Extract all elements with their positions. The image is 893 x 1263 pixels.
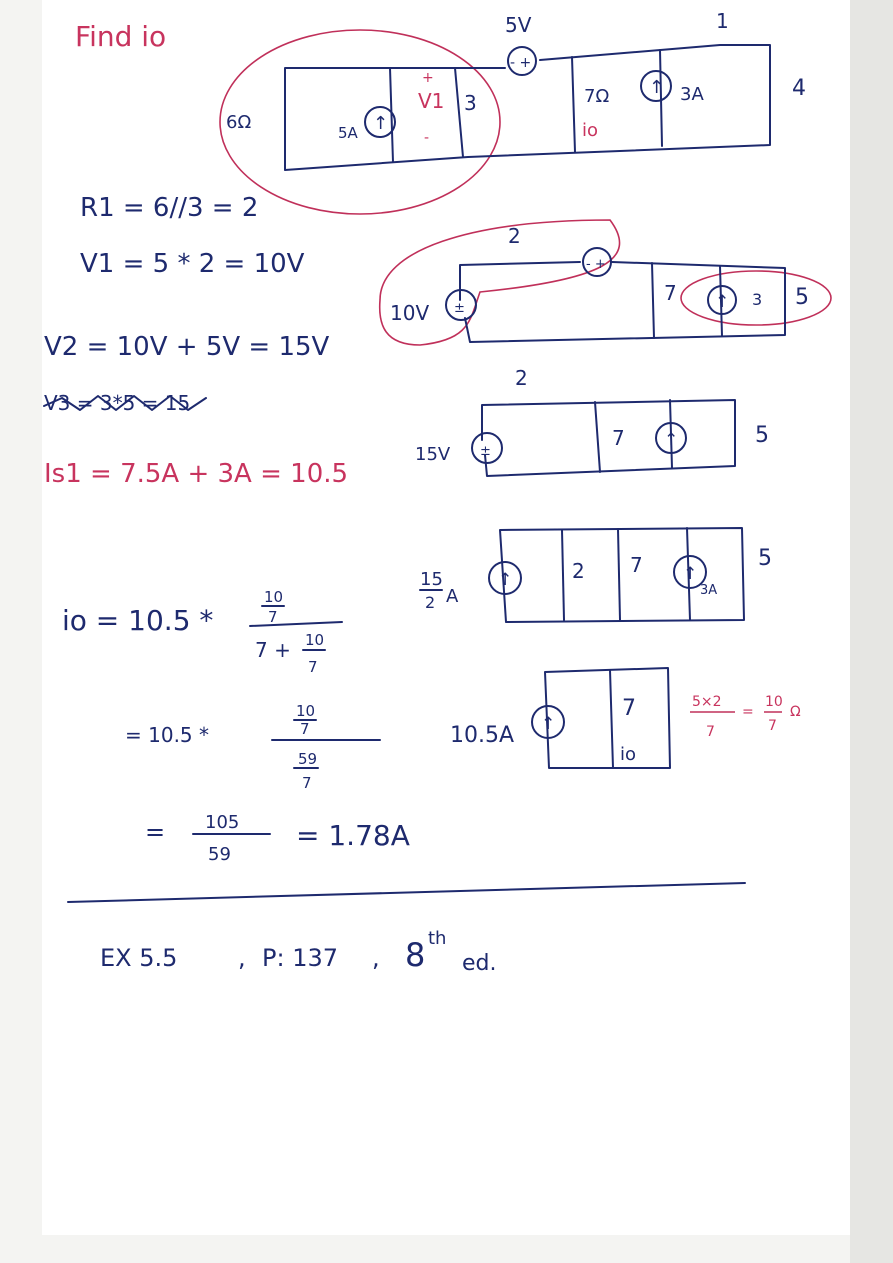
label-v1-minus: - — [424, 130, 429, 146]
svg-text:7: 7 — [268, 608, 278, 626]
svg-text:V3 = 3*5 = 15: V3 = 3*5 = 15 — [44, 391, 190, 415]
svg-text:±: ± — [454, 301, 465, 316]
solution-line-2: = 10.5 * — [125, 723, 209, 747]
svg-text:,: , — [238, 944, 246, 972]
circuit-3: ± ↑ 2 15V 7 5 — [415, 366, 769, 477]
label-3: 3 — [464, 91, 477, 115]
svg-text:5: 5 — [758, 546, 772, 571]
svg-text:10: 10 — [264, 588, 283, 606]
svg-text:105: 105 — [205, 812, 239, 833]
divider-line — [67, 882, 746, 903]
svg-text:2: 2 — [515, 366, 528, 390]
svg-text:ed.: ed. — [462, 951, 497, 976]
svg-text:7: 7 — [706, 724, 715, 740]
svg-text:5×2: 5×2 — [692, 694, 722, 710]
svg-text:3: 3 — [752, 290, 762, 309]
step-r1: R1 = 6//3 = 2 — [80, 193, 258, 223]
circled-region-1 — [219, 29, 501, 215]
svg-text:A: A — [446, 586, 459, 607]
label-5v: 5V — [505, 13, 532, 37]
svg-text:10V: 10V — [390, 301, 429, 325]
label-1: 1 — [716, 9, 729, 33]
svg-text:2: 2 — [425, 593, 435, 612]
paper-shadow — [850, 0, 893, 1263]
svg-text:7: 7 — [622, 696, 636, 721]
label-v1: V1 — [418, 89, 444, 113]
svg-text:7: 7 — [308, 658, 318, 676]
svg-text:,: , — [372, 944, 380, 972]
circuit-4: ↑ ↑ 15 2 A 2 7 3A 5 — [419, 527, 772, 623]
solution: io = 10.5 * 10 7 7 + 10 7 = 10.5 * 10 7 … — [62, 588, 410, 865]
svg-text:59: 59 — [208, 844, 231, 865]
svg-text:7: 7 — [630, 553, 643, 577]
step-v1: V1 = 5 * 2 = 10V — [80, 249, 305, 279]
svg-text:10: 10 — [296, 702, 315, 720]
svg-text:7: 7 — [612, 426, 625, 450]
svg-text:15: 15 — [420, 569, 443, 590]
svg-text:- +: - + — [510, 55, 531, 71]
svg-text:7: 7 — [768, 718, 777, 734]
svg-text:↑: ↑ — [664, 430, 678, 450]
svg-text:8: 8 — [405, 936, 425, 974]
label-io: io — [582, 120, 598, 141]
voltage-source-5v — [507, 46, 537, 76]
label-v1-plus: + — [422, 70, 434, 86]
svg-text:↑: ↑ — [498, 570, 512, 590]
solution-line-3: = — [145, 818, 165, 846]
circuit-2: - + ± ↑ 2 10V 7 3 5 — [378, 219, 832, 346]
circuit-1: - + ↑ ↑ 5V 1 4 6Ω 5A V1 + - 3 7Ω 3A io — [219, 9, 806, 215]
svg-text:59: 59 — [298, 750, 317, 768]
svg-text:10: 10 — [305, 631, 324, 649]
paper — [42, 0, 850, 1235]
svg-text:7 +: 7 + — [255, 638, 291, 662]
svg-text:2: 2 — [508, 224, 521, 248]
svg-text:3A: 3A — [700, 583, 717, 598]
svg-text:Ω: Ω — [790, 704, 801, 720]
solution-line-1: io = 10.5 * — [62, 604, 213, 637]
step-is1: Is1 = 7.5A + 3A = 10.5 — [44, 459, 348, 489]
circuit-5: ↑ 10.5A 7 io 5×2 7 = 10 7 Ω — [450, 667, 801, 769]
svg-text:↑: ↑ — [373, 113, 388, 134]
svg-text:2: 2 — [572, 559, 585, 583]
current-source-3a — [640, 70, 672, 102]
final-answer: = 1.78A — [296, 819, 410, 852]
svg-text:↑: ↑ — [541, 714, 555, 734]
svg-text:5: 5 — [755, 423, 769, 448]
label-3a: 3A — [680, 84, 704, 105]
svg-text:7: 7 — [664, 281, 677, 305]
label-4: 4 — [792, 76, 806, 101]
svg-text:5: 5 — [795, 285, 809, 310]
svg-text:7: 7 — [302, 774, 312, 792]
svg-text:10: 10 — [765, 694, 783, 710]
svg-text:th: th — [428, 928, 446, 949]
step-v2: V2 = 10V + 5V = 15V — [44, 332, 330, 362]
current-source-5a — [364, 106, 396, 138]
svg-text:=: = — [742, 704, 754, 720]
svg-text:10.5A: 10.5A — [450, 723, 514, 748]
svg-text:- +: - + — [586, 257, 606, 272]
svg-text:15V: 15V — [415, 444, 451, 465]
svg-text:±: ± — [480, 444, 491, 459]
reference: EX 5.5 , P: 137 , 8 th ed. — [100, 928, 497, 976]
problem-title: Find io — [75, 20, 166, 53]
svg-text:↑: ↑ — [715, 292, 729, 312]
svg-text:P: 137: P: 137 — [262, 944, 338, 972]
crossed-out-step: V3 = 3*5 = 15 — [43, 391, 207, 415]
svg-text:7: 7 — [300, 720, 310, 738]
svg-text:↑: ↑ — [649, 77, 664, 98]
svg-text:↑: ↑ — [683, 564, 697, 584]
label-6ohm: 6Ω — [226, 112, 251, 133]
svg-text:EX 5.5: EX 5.5 — [100, 944, 177, 972]
label-7ohm: 7Ω — [584, 86, 609, 107]
svg-text:io: io — [620, 744, 636, 765]
label-5a: 5A — [338, 124, 359, 142]
